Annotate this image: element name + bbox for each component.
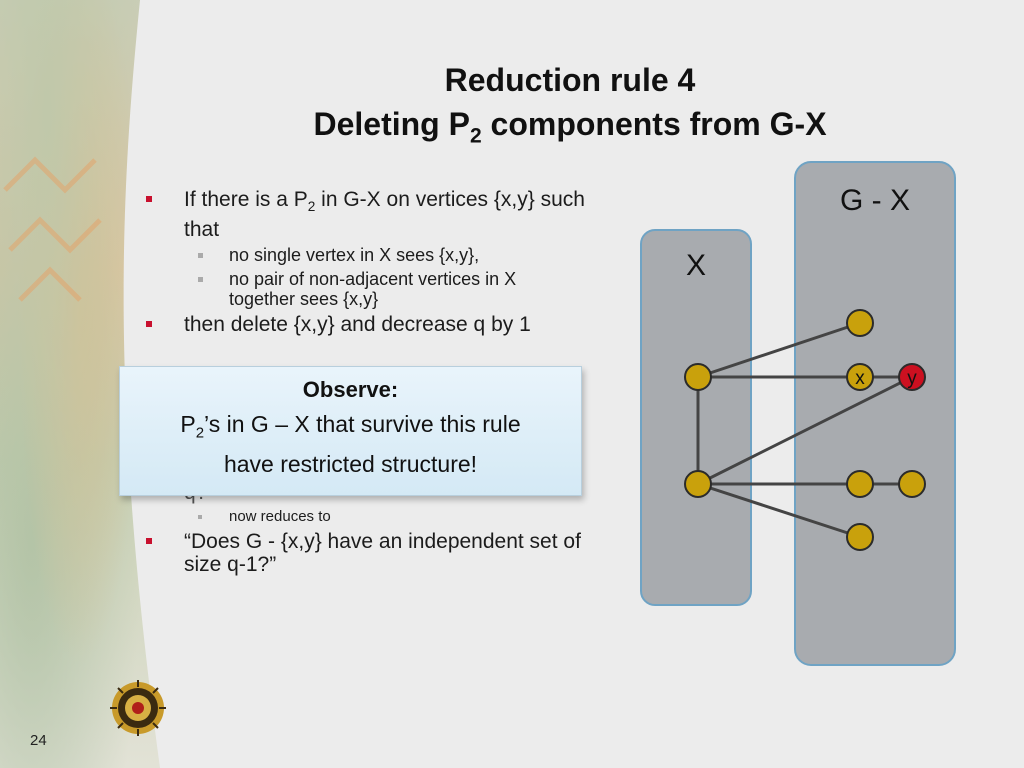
edge bbox=[697, 482, 861, 539]
edge bbox=[697, 321, 861, 379]
bullet-marker bbox=[146, 321, 152, 328]
vertex-y-label: y bbox=[907, 368, 917, 389]
observe-callout: Observe: P2’s in G – X that survive this… bbox=[119, 366, 582, 496]
vertex bbox=[846, 470, 874, 498]
panel-x bbox=[640, 229, 752, 606]
vertex bbox=[898, 470, 926, 498]
sub-bullet-single-vertex: no single vertex in X sees {x,y}, bbox=[146, 245, 586, 265]
vertex-y bbox=[898, 363, 926, 391]
panel-g-minus-x bbox=[794, 161, 956, 666]
title-line-1: Reduction rule 4 bbox=[444, 62, 696, 98]
graph-diagram: X G - X x y bbox=[640, 161, 956, 666]
bullet-p2-condition: If there is a P2 in G-X on vertices {x,y… bbox=[146, 188, 586, 241]
vertex bbox=[684, 363, 712, 391]
bullet-marker bbox=[146, 196, 152, 202]
bullet-marker bbox=[146, 538, 152, 545]
observe-heading: Observe: bbox=[302, 377, 399, 402]
title-line-2: Deleting P2 components from G-X bbox=[313, 106, 827, 148]
edge bbox=[697, 375, 913, 486]
bullet-reduced-question: “Does G - {x,y} have an independent set … bbox=[146, 530, 586, 576]
label-x: X bbox=[686, 249, 706, 282]
slide-number: 24 bbox=[30, 732, 47, 749]
sub-bullet-reduces: now reduces to bbox=[146, 508, 586, 526]
vertex bbox=[684, 470, 712, 498]
slide-title: Reduction rule 4 Deleting P2 components … bbox=[200, 58, 940, 158]
vertex-x-label: x bbox=[855, 368, 865, 389]
bullet-delete: then delete {x,y} and decrease q by 1 bbox=[146, 313, 586, 336]
bullet-marker bbox=[198, 515, 202, 520]
university-seal-logo bbox=[110, 680, 166, 736]
vertex-x bbox=[846, 363, 874, 391]
label-g-minus-x: G - X bbox=[840, 184, 910, 217]
vertex bbox=[846, 309, 874, 337]
bullet-marker bbox=[198, 253, 203, 259]
sub-bullet-pair: no pair of non-adjacent vertices in X to… bbox=[146, 269, 586, 309]
graph-vertices bbox=[684, 309, 926, 551]
vertex bbox=[846, 523, 874, 551]
bullet-marker bbox=[198, 277, 203, 283]
observe-body: P2’s in G – X that survive this rule hav… bbox=[180, 411, 521, 477]
graph-edges bbox=[696, 321, 913, 539]
